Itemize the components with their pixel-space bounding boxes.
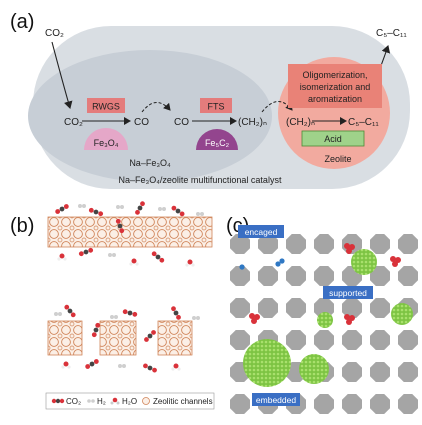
molecules-bottom — [54, 304, 200, 373]
octagon-tile — [258, 234, 278, 254]
fe3o4-label: Fe₃O₄ — [94, 138, 119, 148]
octagon-tile — [230, 394, 250, 414]
octagon-tile — [230, 298, 250, 318]
octagon-tile — [398, 234, 418, 254]
octagon-tile — [258, 266, 278, 286]
octagon-tile — [342, 362, 362, 382]
co-label-1: CO — [134, 117, 149, 128]
octagon-tile — [230, 266, 250, 286]
zeolite-block-2 — [99, 320, 137, 356]
octagon-tile — [370, 330, 390, 350]
output-product-label: C₅–C₁₁ — [376, 28, 407, 39]
octagon-tile — [258, 298, 278, 318]
legend-co2-label: CO₂ — [66, 397, 81, 406]
octagon-tile — [398, 330, 418, 350]
octagon-tile — [230, 234, 250, 254]
octagon-tile — [370, 266, 390, 286]
co2-mid-label: CO₂ — [64, 117, 83, 128]
octagon-tile — [286, 330, 306, 350]
octagon-tile — [314, 394, 334, 414]
octagon-tile — [398, 266, 418, 286]
co2-input-label: CO₂ — [45, 28, 64, 39]
ch2n-label-1: (CH₂)ₙ — [238, 117, 267, 128]
green-particle — [391, 303, 413, 325]
supported-tag: supported — [323, 286, 373, 299]
octagon-tile — [342, 394, 362, 414]
octagon-tile — [314, 330, 334, 350]
green-particle — [317, 312, 333, 328]
acid-label: Acid — [324, 134, 342, 144]
octagon-tile — [314, 234, 334, 254]
green-particles — [243, 249, 413, 387]
catalyst-caption: Na–Fe₃O₄/zeolite multifunctional catalys… — [119, 175, 282, 185]
product-label: C₅–C₁₁ — [348, 117, 379, 128]
octagon-tile — [342, 298, 362, 318]
octagon-tile — [370, 298, 390, 318]
panel-b-legend: CO₂ H₂ H₂O Zeolitic channels — [45, 392, 215, 410]
octagon-tile — [286, 298, 306, 318]
supported-label: supported — [329, 288, 367, 298]
encaged-label: encaged — [245, 227, 278, 237]
panel-a-label: (a) — [10, 11, 34, 33]
fe3o4-half-disc — [84, 128, 128, 150]
green-particle — [243, 339, 291, 387]
legend-channels-label: Zeolitic channels — [153, 397, 213, 406]
octagon-tile — [314, 266, 334, 286]
octagon-tile — [370, 394, 390, 414]
rwgs-label: RWGS — [92, 102, 120, 112]
co-label-2: CO — [174, 117, 189, 128]
embedded-tag: embedded — [252, 393, 300, 406]
acid-box — [301, 130, 365, 147]
octagon-tile — [314, 298, 334, 318]
red-cluster — [390, 256, 401, 267]
octagon-tile — [230, 330, 250, 350]
oligomerization-line-1: Oligomerization, — [302, 70, 367, 80]
legend-channel-icon — [142, 397, 150, 405]
legend-h2-icon — [87, 399, 95, 403]
octagon-tile — [398, 362, 418, 382]
legend-h2o-icon — [110, 397, 120, 405]
panel-c: (c) encaged supported — [226, 215, 418, 414]
co2-inlet-arrow — [51, 41, 73, 110]
oligomerization-box — [288, 64, 382, 108]
octagon-tile — [342, 330, 362, 350]
fe5c2-half-disc — [196, 129, 238, 150]
red-cluster — [344, 314, 355, 325]
red-cluster — [249, 313, 260, 324]
fts-label: FTS — [208, 102, 225, 112]
zeolite-slab-top — [47, 216, 213, 248]
legend-co2-icon — [51, 398, 65, 404]
green-particle — [351, 249, 377, 275]
fts-box — [200, 98, 232, 113]
octagon-tile — [286, 234, 306, 254]
legend-h2-label: H₂ — [97, 397, 106, 406]
blue-dots — [239, 258, 285, 270]
red-cluster — [344, 243, 355, 254]
octagon-tile — [370, 362, 390, 382]
embedded-label: embedded — [256, 395, 296, 405]
ch2n-label-2: (CH₂)ₙ — [286, 117, 315, 128]
molecules-top — [55, 201, 204, 267]
panel-b-label: (b) — [10, 215, 34, 237]
zeolite-block-1 — [47, 320, 83, 356]
octagon-tile — [398, 394, 418, 414]
zeolite-block-3 — [157, 320, 193, 356]
dashed-transfer-arrow-1 — [141, 102, 171, 113]
octagon-tile-grid — [230, 234, 418, 414]
green-particle — [299, 354, 329, 384]
legend-h2o-label: H₂O — [122, 397, 137, 406]
panel-b: (b) — [10, 201, 215, 410]
zeolite-label: Zeolite — [324, 154, 351, 164]
octagon-tile — [370, 234, 390, 254]
red-clusters — [249, 243, 401, 325]
rwgs-box — [87, 98, 125, 113]
encaged-tag: encaged — [238, 225, 284, 238]
oligomerization-line-2: isomerization and — [300, 82, 371, 92]
fe5c2-label: Fe₅C₂ — [205, 138, 230, 148]
oligomerization-line-3: aromatization — [308, 94, 362, 104]
octagon-tile — [286, 266, 306, 286]
na-fe3o4-label: Na–Fe₃O₄ — [129, 158, 171, 168]
panel-a: (a) CO₂ C₅–C₁₁ RWGS CO₂ CO Fe₃O₄ FTS CO … — [10, 11, 410, 189]
